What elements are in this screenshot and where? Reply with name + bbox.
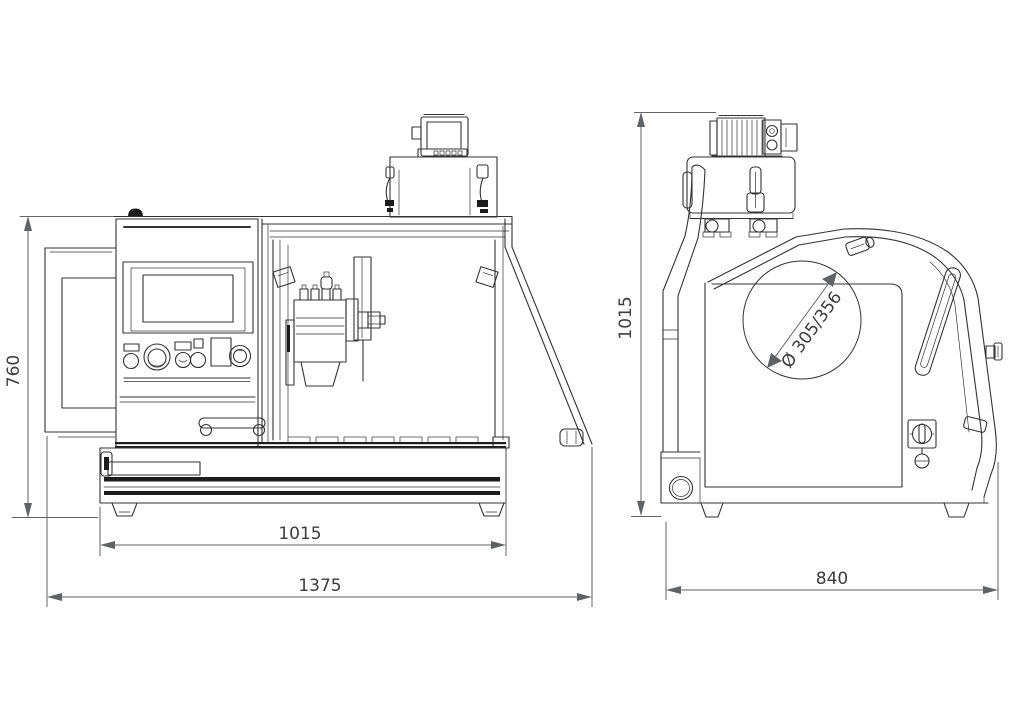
strut-foot (559, 428, 584, 447)
front-console (115, 218, 266, 449)
side-push-button (914, 447, 930, 469)
hood-side-tab (963, 416, 988, 433)
motor-bracket (780, 123, 798, 152)
front-rail-lower (115, 446, 506, 448)
tank-latch (682, 171, 693, 209)
side-recirculation-tank (682, 156, 796, 238)
spindle-assembly (285, 256, 386, 387)
control-plate (210, 337, 232, 367)
spindle-nut (367, 311, 381, 329)
spindle-motor-body (293, 299, 347, 363)
control-button-3 (189, 351, 207, 369)
side-hose-arm (662, 164, 706, 453)
front-dim-base-width: 1015 (99, 450, 507, 556)
base-black-band-2 (104, 491, 500, 495)
control-label-2 (174, 341, 192, 351)
tank-foot-left (702, 218, 732, 238)
wheel-diameter-label: Ø 305/356 (778, 288, 847, 372)
tank-handle (746, 166, 765, 213)
hood-latch-clip (845, 236, 875, 256)
side-dim-height: 1015 (616, 112, 716, 517)
control-button-1 (122, 352, 140, 370)
left-panel-door (61, 277, 117, 409)
side-height-label: 1015 (616, 296, 636, 339)
hood-side-knob (985, 342, 1003, 361)
side-view: Ø 305/356 (616, 112, 1003, 600)
side-base (660, 451, 989, 518)
spindle-flange (345, 298, 359, 342)
base-black-band-1 (104, 477, 500, 482)
control-button-2 (174, 351, 192, 369)
front-view: 760 1015 1375 (4, 113, 593, 607)
side-depth-label: 840 (816, 569, 848, 589)
front-top-lid (385, 156, 498, 218)
spindle-bracket (285, 319, 295, 386)
base-handle-slot (107, 461, 201, 476)
side-hood (707, 228, 1003, 498)
lid-latch-right (476, 164, 489, 213)
control-label-1 (123, 343, 140, 352)
control-button-2-slot (178, 359, 188, 363)
drain-fitting (668, 475, 694, 501)
control-label-3 (193, 338, 204, 349)
spindle-chute (300, 361, 341, 387)
front-overall-width-label: 1375 (298, 576, 341, 596)
front-rail-upper (115, 442, 506, 445)
front-guard-strut (504, 246, 593, 447)
console-controls (122, 337, 252, 371)
side-foot-left (700, 502, 724, 518)
main-power-switch (907, 419, 937, 449)
coolant-nozzle (320, 276, 333, 290)
front-foot-left (111, 502, 138, 517)
emergency-stop-button (228, 344, 252, 368)
control-knob (143, 343, 171, 371)
side-dim-depth: 840 (665, 462, 999, 600)
front-foot-right (478, 502, 505, 517)
chamber-lamp-left (272, 266, 296, 288)
hood-cap-bump (128, 208, 143, 216)
chamber-lamp-right (475, 266, 499, 288)
side-chamber-box (704, 282, 903, 488)
console-screen (122, 261, 254, 334)
front-base-width-label: 1015 (278, 524, 321, 544)
hood-door-seam (929, 261, 970, 433)
side-pump-motor (709, 114, 798, 157)
side-foot-right (943, 502, 970, 518)
front-hood-top (19, 208, 513, 248)
tank-foot-right (748, 218, 778, 238)
front-height-label: 760 (4, 355, 24, 387)
front-dim-height: 760 (4, 216, 98, 518)
front-dim-overall-width: 1375 (46, 436, 593, 607)
front-cutting-chamber (272, 225, 510, 449)
base-latch (100, 451, 113, 477)
side-cutting-wheel: Ø 305/356 (742, 260, 862, 380)
lid-latch-left (385, 166, 395, 212)
front-left-panel (44, 247, 117, 438)
hood-handle (914, 267, 961, 376)
console-door-handle (198, 417, 266, 437)
front-lid-motor (411, 113, 469, 158)
front-base (99, 447, 507, 517)
